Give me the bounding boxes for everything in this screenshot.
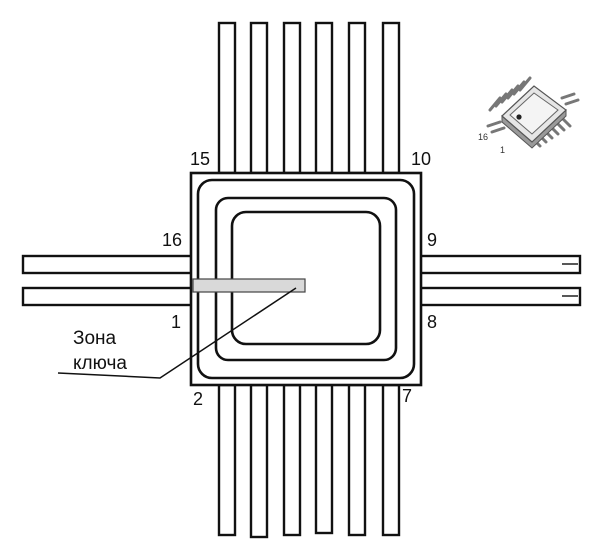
right-leads <box>418 254 582 307</box>
pin-label-15: 15 <box>190 149 210 169</box>
key-zone-label-line1: Зона <box>73 328 117 349</box>
thumb-lid <box>509 92 559 135</box>
thumb-pin-label-16: 16 <box>478 132 488 142</box>
lead-right-9 <box>418 254 582 275</box>
pin-label-16: 16 <box>162 230 182 250</box>
right-lead-tips <box>562 263 578 297</box>
pin-label-9: 9 <box>427 230 437 250</box>
top-leads <box>217 21 401 175</box>
lead-top-6 <box>381 21 401 175</box>
pin-label-10: 10 <box>411 149 431 169</box>
thumb-key-dot <box>516 114 522 120</box>
lead-top-2 <box>249 21 269 175</box>
lead-right-8 <box>418 286 582 307</box>
lead-left-16 <box>21 254 197 275</box>
thumb-leads-side <box>486 92 580 134</box>
package-thumbnail: 16 1 <box>478 76 580 155</box>
thumb-leads-top <box>488 76 532 112</box>
lead-top-3 <box>282 21 302 175</box>
package-lid <box>230 210 382 346</box>
lead-bottom-6 <box>381 383 401 537</box>
lead-top-1 <box>217 21 237 175</box>
bottom-leads <box>217 383 401 539</box>
lead-bottom-2 <box>249 383 269 539</box>
lead-top-5 <box>347 21 367 175</box>
left-leads <box>21 254 197 307</box>
lead-bottom-5 <box>347 383 367 537</box>
lead-bottom-4 <box>314 383 334 535</box>
lead-top-4 <box>314 21 334 175</box>
lead-left-1 <box>21 286 197 307</box>
pin-label-2: 2 <box>193 389 203 409</box>
key-zone-leader-line <box>57 287 297 379</box>
key-zone-label-line2: ключа <box>73 353 127 374</box>
key-zone-marker <box>192 278 306 293</box>
pin-label-1: 1 <box>171 312 181 332</box>
pin-label-7: 7 <box>402 386 412 406</box>
pin-label-8: 8 <box>427 312 437 332</box>
thumb-pin-label-1: 1 <box>500 145 505 155</box>
lead-bottom-3 <box>282 383 302 537</box>
lead-bottom-1 <box>217 383 237 537</box>
